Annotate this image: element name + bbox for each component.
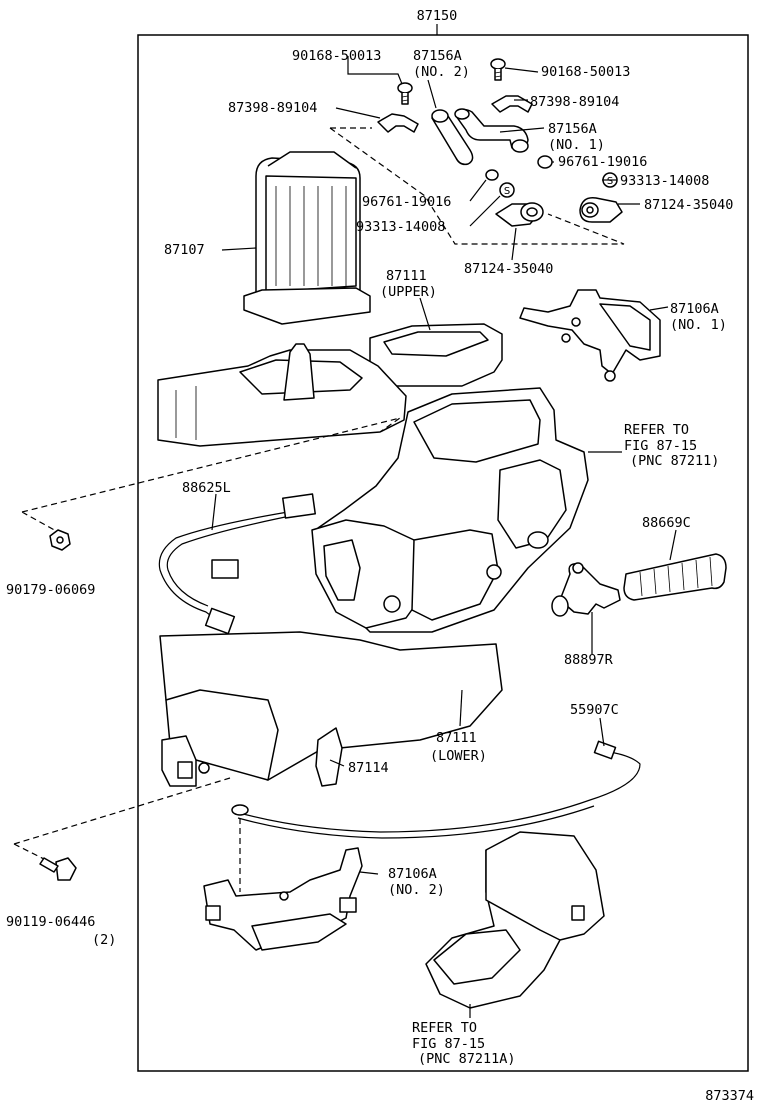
label-88897r: 88897R — [564, 652, 614, 668]
clip-right-icon — [491, 95, 533, 113]
label-87398-left: 87398-89104 — [228, 100, 317, 116]
screw-left-icon — [397, 82, 413, 105]
svg-text:S: S — [607, 176, 613, 187]
label-refer1-line1: REFER TO — [624, 422, 689, 438]
svg-text:S: S — [504, 186, 510, 197]
bracket-no1-icon — [519, 289, 661, 382]
heater-core-icon — [243, 151, 371, 325]
label-87106a-no2-code: 87106A — [388, 866, 437, 882]
lower-case-icon — [159, 631, 503, 787]
water-valve-icon — [551, 562, 621, 617]
control-cable-icon — [231, 740, 641, 839]
wire-harness-icon — [158, 493, 316, 635]
label-87114: 87114 — [348, 760, 389, 776]
label-refer2-line1: REFER TO — [412, 1020, 477, 1036]
label-90119-qty: (2) — [92, 932, 116, 948]
label-87111-upper-sub: (UPPER) — [380, 284, 437, 300]
label-87106a-no1-sub: (NO. 1) — [670, 317, 727, 333]
hose-88669c-icon — [623, 553, 727, 601]
hose-no1-icon — [454, 108, 529, 153]
diagram-frame — [137, 34, 749, 1072]
label-96761-left: 96761-19016 — [362, 194, 451, 210]
label-87398-right: 87398-89104 — [530, 94, 619, 110]
label-87156a-no1-code: 87156A — [548, 121, 597, 137]
label-88669c: 88669C — [642, 515, 691, 531]
label-55907c: 55907C — [570, 702, 619, 718]
label-87106a-no2-sub: (NO. 2) — [388, 882, 445, 898]
seal-left-icon: S — [499, 182, 515, 198]
screw-right-icon — [490, 58, 506, 81]
label-90119: 90119-06446 — [6, 914, 95, 930]
nut-90179-dash — [21, 417, 401, 533]
main-case-icon — [311, 387, 589, 633]
bracket-no2-icon — [203, 847, 363, 951]
label-90168-right: 90168-50013 — [541, 64, 630, 80]
bolt-90119-icon — [39, 857, 77, 881]
label-refer1-line3: (PNC 87211) — [630, 453, 719, 469]
o-ring-right-icon — [537, 155, 553, 169]
label-90168-left: 90168-50013 — [292, 48, 381, 64]
grommet-right-icon — [579, 197, 623, 223]
label-refer1-line2: FIG 87-15 — [624, 438, 697, 454]
label-87111-lower-sub: (LOWER) — [430, 748, 487, 764]
label-87156a-no2-sub: (NO. 2) — [413, 64, 470, 80]
bracket-87114-icon — [315, 727, 343, 787]
label-90179: 90179-06069 — [6, 582, 95, 598]
label-refer2-line2: FIG 87-15 — [412, 1036, 485, 1052]
o-ring-left-icon — [485, 169, 499, 181]
label-93313-right: 93313-14008 — [620, 173, 709, 189]
label-88625l: 88625L — [182, 480, 231, 496]
label-87124-bottom: 87124-35040 — [464, 261, 553, 277]
duct-icon — [425, 831, 605, 1009]
label-93313-left: 93313-14008 — [356, 219, 445, 235]
hardware-group-outline — [329, 127, 625, 245]
footer-code: 873374 — [705, 1088, 754, 1104]
label-87156a-no2-code: 87156A — [413, 48, 462, 64]
label-refer2-line3: (PNC 87211A) — [418, 1051, 516, 1067]
bolt-90119-dash — [13, 777, 231, 867]
upper-case-icon — [157, 323, 503, 447]
leader-lines — [211, 56, 677, 1018]
label-87106a-no1-code: 87106A — [670, 301, 719, 317]
label-87111-lower-code: 87111 — [436, 730, 477, 746]
label-87124-right: 87124-35040 — [644, 197, 733, 213]
grommet-left-icon — [495, 202, 544, 227]
hose-no2-icon — [431, 109, 474, 166]
clip-left-icon — [377, 113, 419, 133]
label-87107: 87107 — [164, 242, 205, 258]
part-labels: 90168-50013 87156A (NO. 2) 90168-50013 8… — [6, 48, 733, 1067]
label-96761-right: 96761-19016 — [558, 154, 647, 170]
label-87111-upper-code: 87111 — [386, 268, 427, 284]
nut-90179-icon — [49, 529, 71, 551]
label-87156a-no1-sub: (NO. 1) — [548, 137, 605, 153]
title-part-number: 87150 — [417, 8, 458, 24]
